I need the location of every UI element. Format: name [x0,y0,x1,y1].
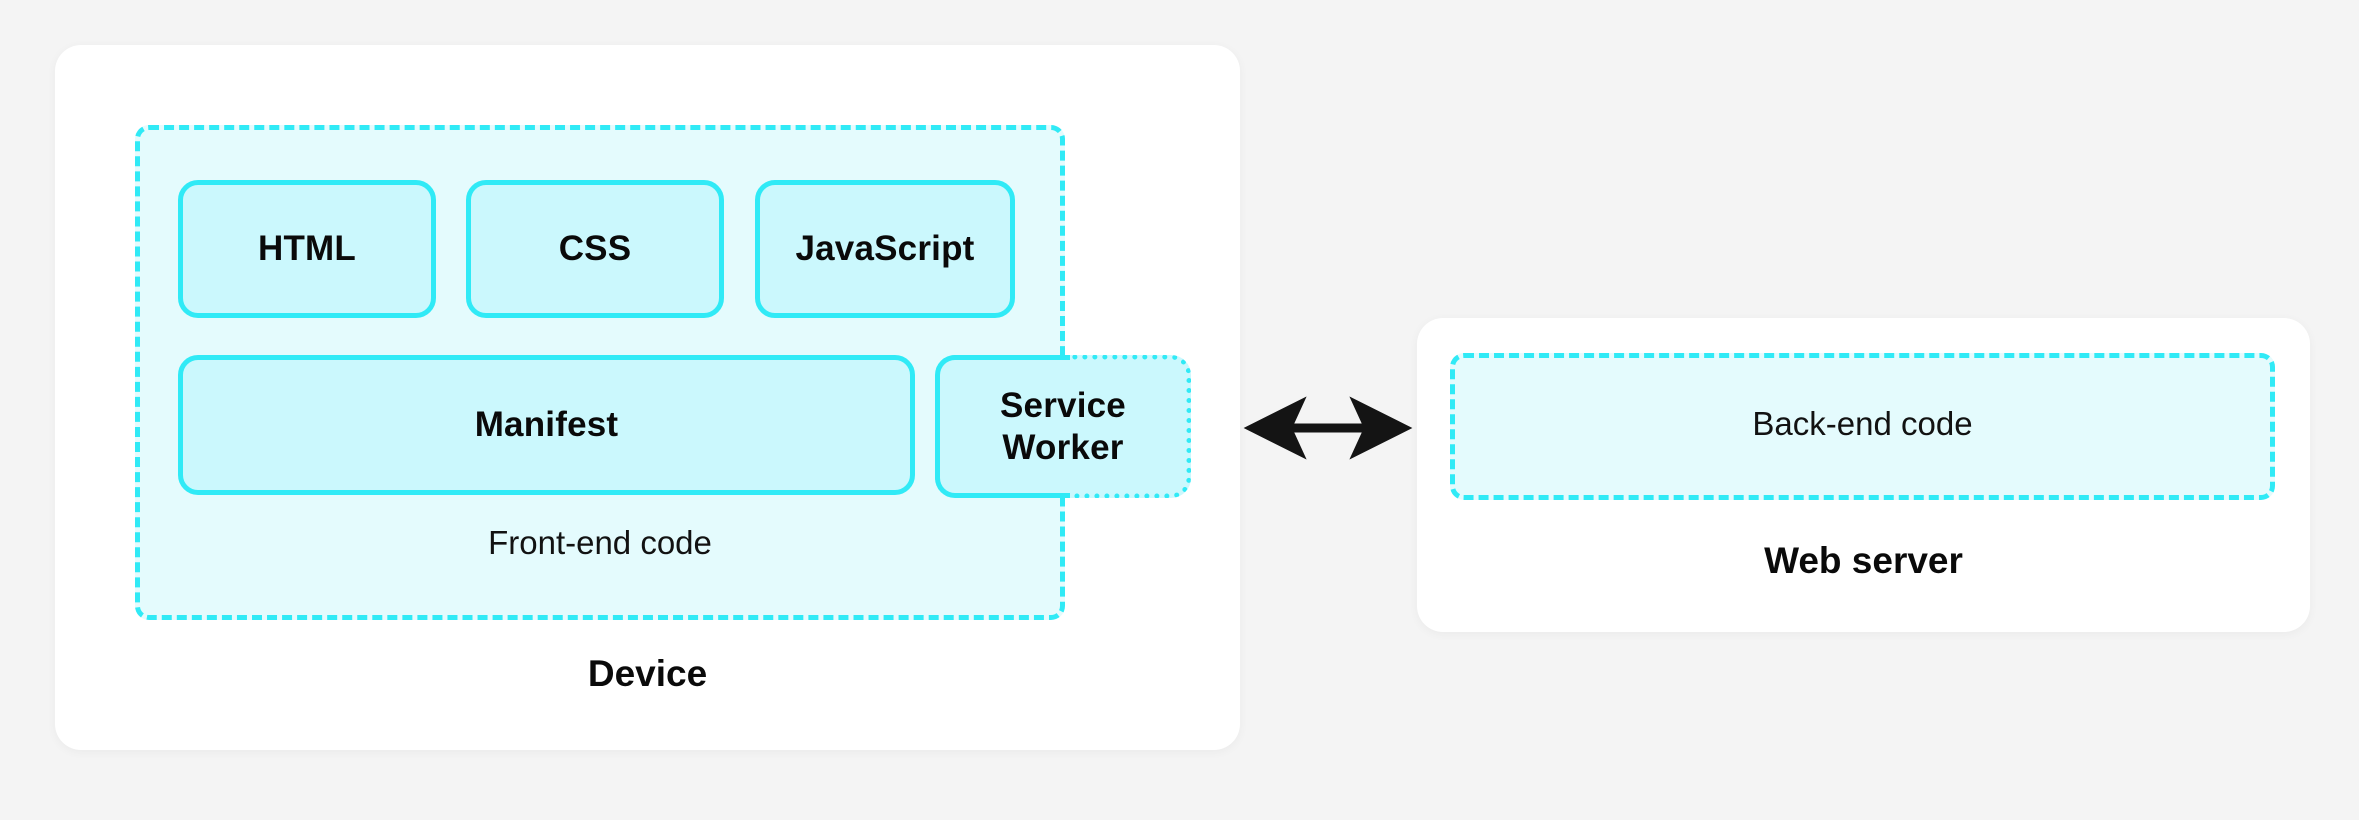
block-javascript[interactable]: JavaScript [755,180,1015,318]
backend-code-region [1450,353,2275,500]
block-service-worker-label: Service Worker [1000,385,1126,468]
block-html[interactable]: HTML [178,180,436,318]
device-caption: Device [587,653,708,694]
block-javascript-label: JavaScript [795,229,975,269]
block-html-label: HTML [258,229,356,269]
backend-code-caption: Back-end code [1752,405,1973,442]
block-css-label: CSS [558,229,632,269]
block-manifest-label: Manifest [474,405,619,445]
bidirectional-arrow-icon [1243,396,1413,460]
block-service-worker-label-group: Service Worker [935,355,1191,498]
web-server-caption: Web server [1764,540,1963,581]
block-service-worker-label-line1: Service [1000,386,1126,426]
frontend-code-caption: Front-end code [488,524,712,561]
block-manifest[interactable]: Manifest [178,355,915,495]
block-css[interactable]: CSS [466,180,724,318]
block-service-worker-label-line2: Worker [1002,427,1124,467]
